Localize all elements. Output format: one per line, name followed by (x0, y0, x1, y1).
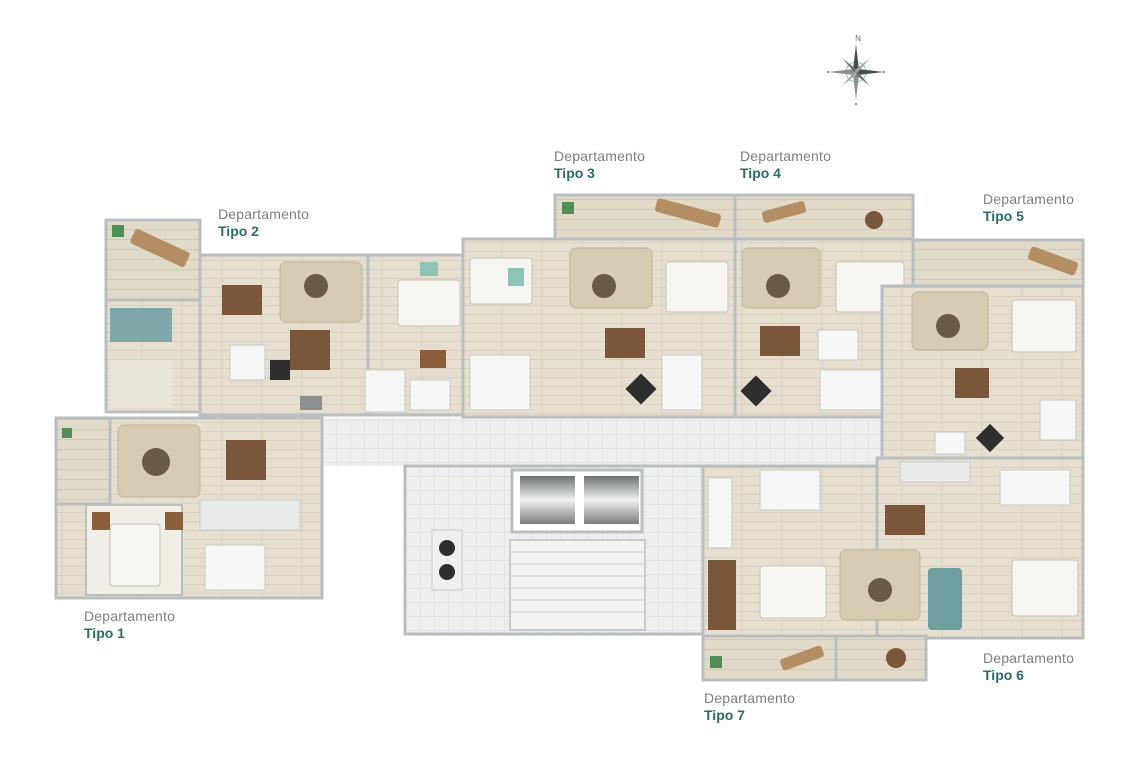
unit-tipo-7 (701, 464, 921, 682)
label-tipo-1-line1: Departamento (84, 608, 176, 624)
label-tipo-3: Departamento Tipo 3 (554, 148, 645, 182)
label-tipo-2: Departamento Tipo 2 (218, 206, 309, 240)
label-tipo-5-line1: Departamento (983, 191, 1075, 207)
unit-tipo-2 (104, 218, 370, 417)
label-tipo-4: Departamento Tipo 4 (740, 148, 831, 182)
elevators (510, 468, 644, 534)
unit-tipo-1 (54, 416, 324, 600)
label-tipo-6-line2: Tipo 6 (983, 666, 1024, 683)
label-tipo-3-line2: Tipo 3 (554, 164, 595, 181)
compass-north-label: N (855, 34, 861, 43)
label-tipo-1: Departamento Tipo 1 (84, 608, 175, 642)
stairs (509, 539, 646, 631)
label-tipo-7-line2: Tipo 7 (704, 706, 745, 723)
unit-tipo-6 (834, 456, 1085, 682)
trash-chute (431, 529, 463, 591)
unit-tipo-3 (461, 193, 737, 419)
label-tipo-5-line2: Tipo 5 (983, 207, 1024, 224)
label-tipo-7: Departamento Tipo 7 (704, 690, 795, 724)
label-tipo-4-line1: Departamento (740, 148, 832, 164)
label-tipo-6: Departamento Tipo 6 (983, 650, 1074, 684)
label-tipo-1-line2: Tipo 1 (84, 624, 125, 641)
label-tipo-3-line1: Departamento (554, 148, 646, 164)
label-tipo-2-line2: Tipo 2 (218, 222, 259, 239)
label-tipo-7-line1: Departamento (704, 690, 796, 706)
label-tipo-4-line2: Tipo 4 (740, 164, 781, 181)
compass-rose-icon: N (827, 34, 885, 105)
label-tipo-2-line1: Departamento (218, 206, 310, 222)
label-tipo-5: Departamento Tipo 5 (983, 191, 1074, 225)
unit-tipo-2-bedroom (364, 253, 466, 417)
unit-tipo-5 (880, 238, 1085, 460)
label-tipo-6-line1: Departamento (983, 650, 1075, 666)
